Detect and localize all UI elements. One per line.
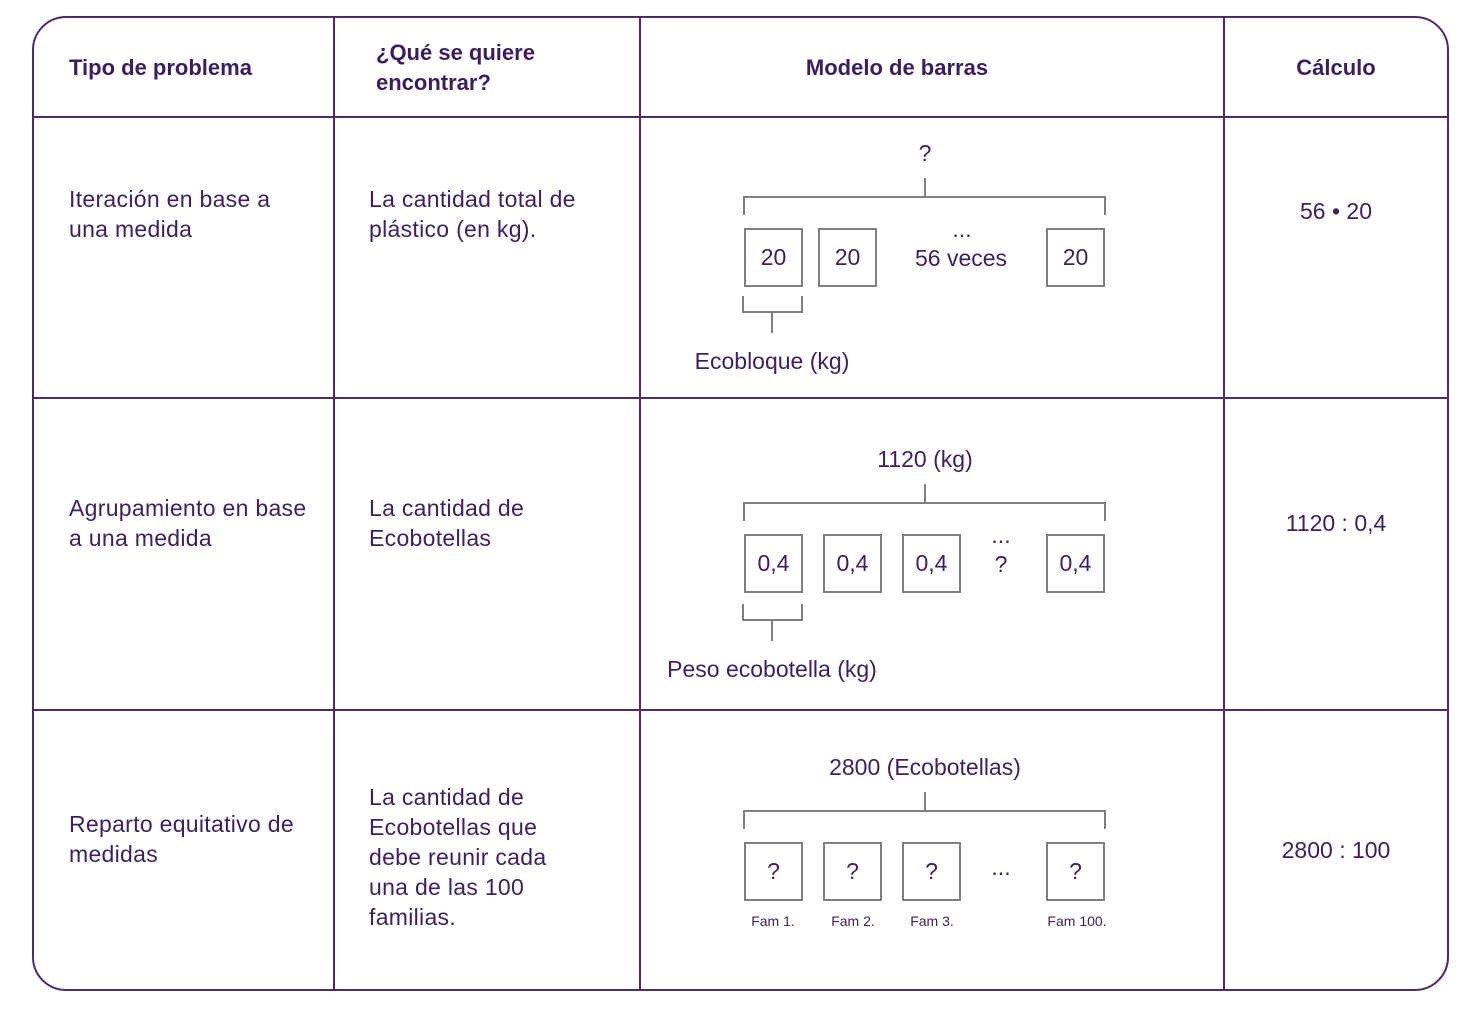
divider: [639, 16, 641, 991]
bar-box: 0,4: [744, 534, 803, 593]
header-find: ¿Qué se quiere encontrar?: [376, 40, 535, 95]
bar-box: 20: [1046, 228, 1105, 287]
total-label: 2800 (Ecobotellas): [829, 754, 1021, 780]
header-type: Tipo de problema: [69, 55, 252, 80]
table-frame: [32, 16, 1449, 991]
bar-box: ?: [902, 842, 961, 901]
repeat-label: 56 veces: [914, 245, 1008, 271]
row2-calc: 1120 : 0,4: [1285, 510, 1387, 536]
row1-calc: 56 • 20: [1300, 198, 1372, 224]
unknown-label: ?: [994, 551, 1008, 577]
bar-box: ?: [744, 842, 803, 901]
unit-label: Peso ecobotella (kg): [667, 656, 877, 682]
row1-type: Iteración en base a una medida: [69, 186, 271, 242]
row2-find: La cantidad de Ecobotellas: [369, 495, 525, 551]
bar-box: ?: [823, 842, 882, 901]
ellipsis: ...: [991, 522, 1011, 548]
total-label: 1120 (kg): [877, 446, 973, 472]
divider: [32, 709, 1449, 711]
family-label: Fam 100.: [1047, 913, 1107, 929]
bar-box: 20: [744, 228, 803, 287]
bar-box: 0,4: [1046, 534, 1105, 593]
divider: [1223, 16, 1225, 991]
bar-box: ?: [1046, 842, 1105, 901]
header-model: Modelo de barras: [805, 55, 989, 80]
row2-type: Agrupamiento en base a una medida: [69, 495, 307, 551]
divider: [333, 16, 335, 991]
header-calc: Cálculo: [1296, 55, 1376, 80]
divider: [32, 116, 1449, 118]
bar-box: 0,4: [902, 534, 961, 593]
row3-calc: 2800 : 100: [1281, 837, 1391, 863]
family-label: Fam 2.: [831, 913, 875, 929]
family-label: Fam 3.: [910, 913, 954, 929]
row1-find: La cantidad total de plástico (en kg).: [369, 186, 576, 242]
ellipsis: ...: [952, 216, 972, 242]
family-label: Fam 1.: [751, 913, 795, 929]
bar-box: 20: [818, 228, 877, 287]
row3-type: Reparto equitativo de medidas: [69, 811, 294, 867]
total-label: ?: [918, 140, 932, 166]
row3-find: La cantidad de Ecobotellas que debe reun…: [369, 784, 547, 930]
ellipsis: ...: [991, 854, 1011, 880]
bar-box: 0,4: [823, 534, 882, 593]
divider: [32, 397, 1449, 399]
unit-label: Ecobloque (kg): [694, 348, 850, 374]
